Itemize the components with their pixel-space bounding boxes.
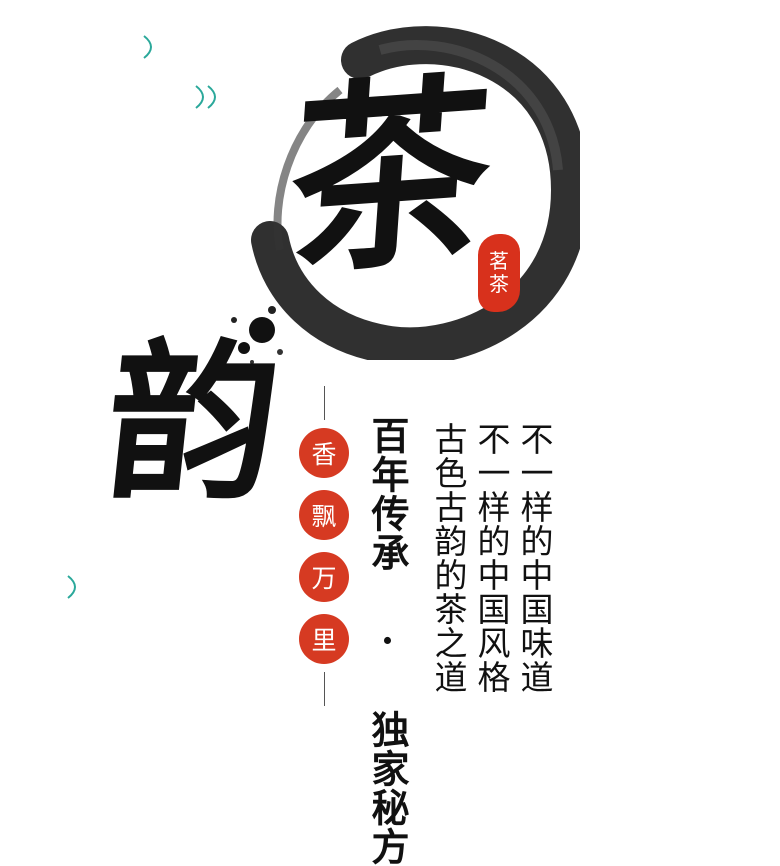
circle-char-3: 万: [299, 552, 349, 602]
circle-char-1: 香: [299, 428, 349, 478]
poem-column-2: 不一样的中国风格: [472, 422, 511, 694]
circle-char-2: 飘: [299, 490, 349, 540]
divider-bottom: [324, 672, 325, 706]
title-char-tea: 茶: [281, 52, 493, 303]
divider-top: [324, 386, 325, 420]
seal-char-1: 茗: [489, 249, 509, 273]
circle-char-4: 里: [299, 614, 349, 664]
slogan-column: 百年传承 · 独家秘方: [365, 416, 410, 866]
crescent-deco-3: [67, 575, 76, 599]
seal-char-2: 茶: [489, 272, 509, 296]
poem-column-1: 不一样的中国味道: [515, 422, 554, 694]
ink-circle: [251, 26, 580, 360]
poem-column-3: 古色古韵的茶之道: [429, 422, 468, 694]
seal-stamp: 茗 茶: [478, 234, 520, 312]
crescent-deco-2: [195, 85, 216, 109]
crescent-deco-1: [143, 35, 152, 59]
title-char-charm: 韵: [97, 323, 289, 523]
ink-splatter: [231, 306, 283, 364]
